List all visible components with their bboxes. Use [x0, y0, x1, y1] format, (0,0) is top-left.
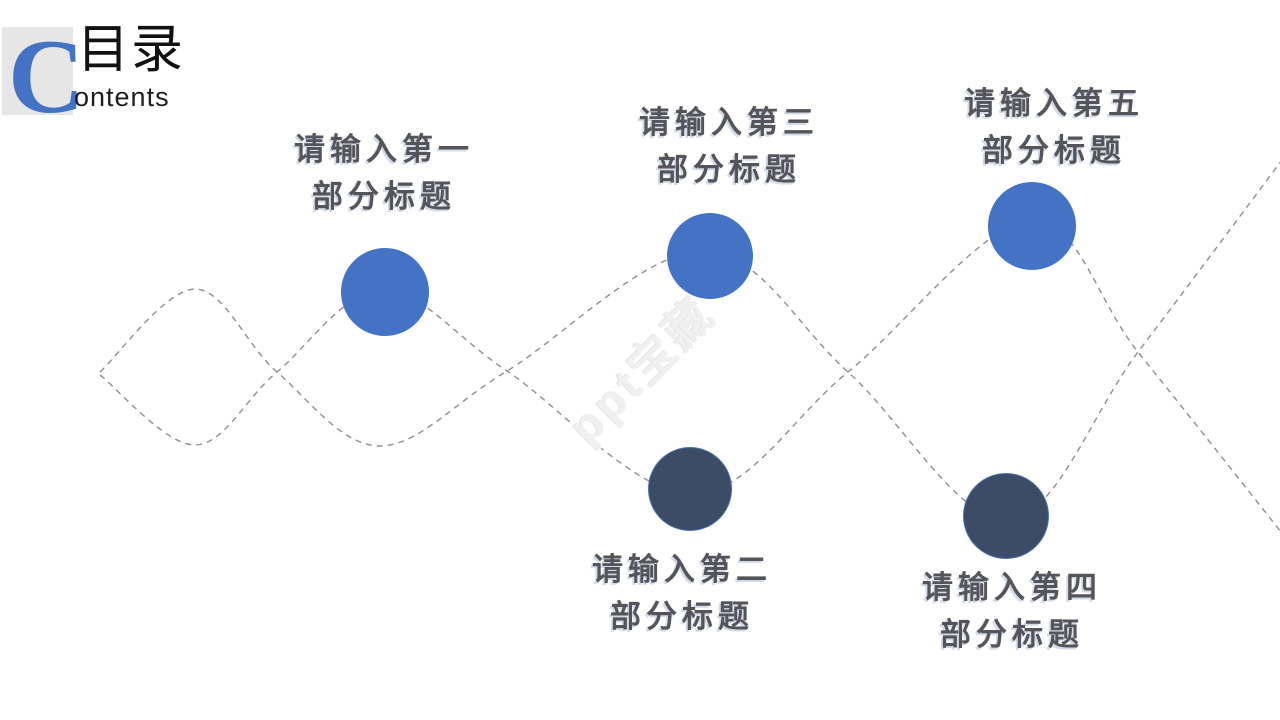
toc-logo: C 目录 ontents	[0, 0, 260, 130]
toc-label-3[interactable]: 请输入第三 部分标题	[639, 99, 819, 193]
wave-curve-2	[99, 220, 1280, 532]
toc-node-circle-2[interactable]	[648, 447, 732, 531]
logo-initial: C	[8, 18, 85, 135]
page-title-english: ontents	[74, 82, 170, 112]
toc-label-5[interactable]: 请输入第五 部分标题	[964, 80, 1144, 174]
toc-label-3-line2: 部分标题	[657, 152, 801, 187]
toc-label-4[interactable]: 请输入第四 部分标题	[922, 564, 1102, 658]
toc-node-circle-5[interactable]	[988, 182, 1076, 270]
toc-node-circle-1[interactable]	[341, 248, 429, 336]
toc-label-2[interactable]: 请输入第二 部分标题	[592, 546, 772, 640]
toc-node-circle-4[interactable]	[963, 473, 1049, 559]
logo-letter-box	[2, 27, 73, 115]
toc-node-circle-3[interactable]	[667, 213, 753, 299]
toc-label-5-line1: 请输入第五	[964, 86, 1144, 121]
toc-label-1-line2: 部分标题	[312, 179, 456, 214]
toc-label-4-line2: 部分标题	[940, 617, 1084, 652]
toc-label-2-line1: 请输入第二	[592, 552, 772, 587]
toc-label-5-line2: 部分标题	[982, 133, 1126, 168]
toc-label-2-line2: 部分标题	[610, 599, 754, 634]
toc-label-1[interactable]: 请输入第一 部分标题	[294, 126, 474, 220]
toc-label-1-line1: 请输入第一	[294, 132, 474, 167]
page-title: 目录	[77, 21, 186, 79]
wave-curve-1	[99, 161, 1280, 521]
toc-label-3-line1: 请输入第三	[639, 105, 819, 140]
toc-label-4-line1: 请输入第四	[922, 570, 1102, 605]
